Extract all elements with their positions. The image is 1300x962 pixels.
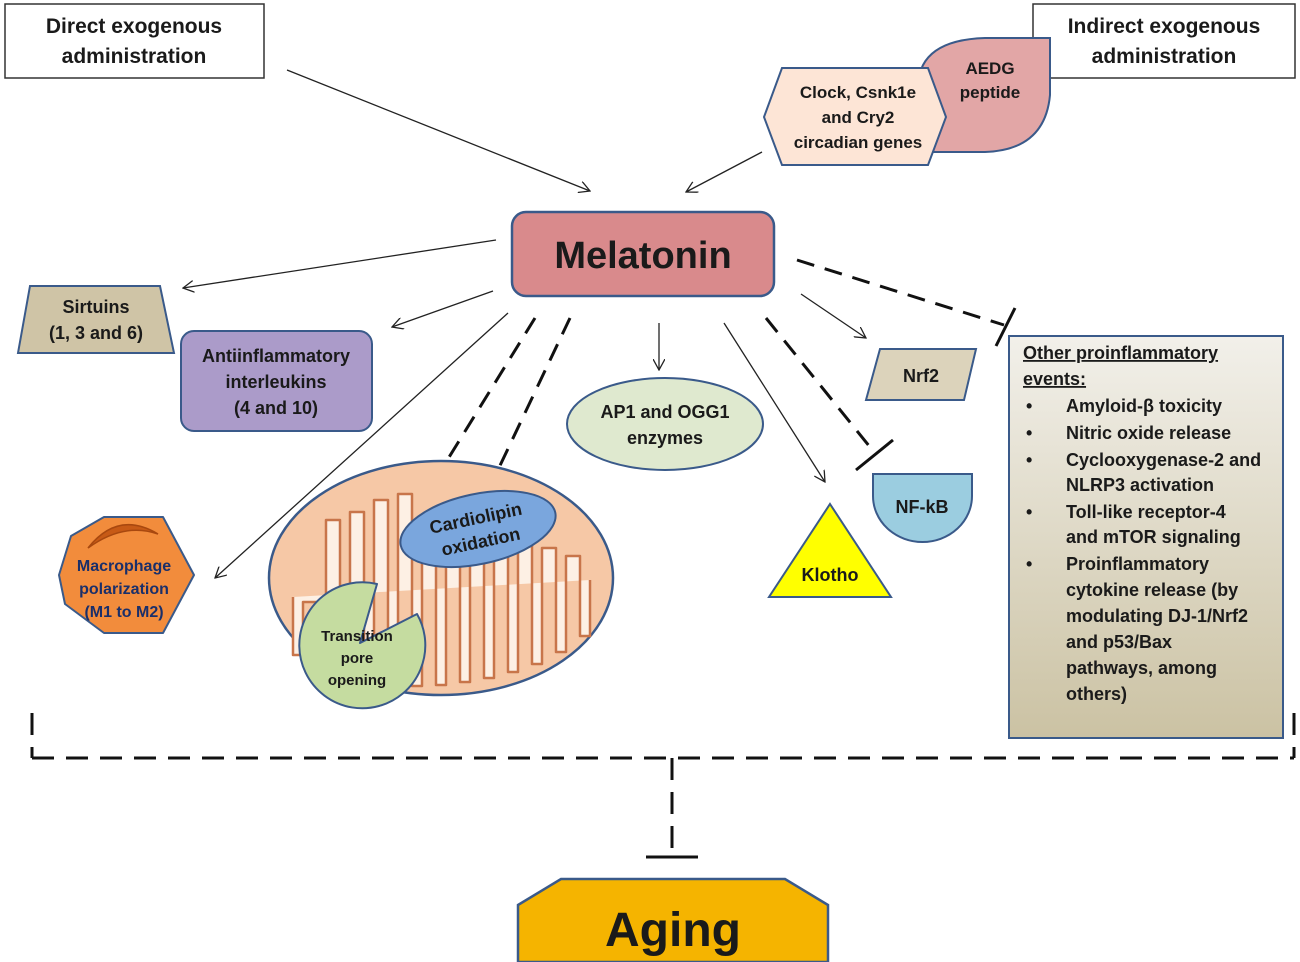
pore-line3: opening [328, 672, 386, 689]
klotho-node: Klotho [767, 502, 893, 598]
aggregate-bracket [30, 713, 1296, 856]
bullet-5: • [1026, 554, 1032, 574]
interleukins-line1: Antiinflammatory [202, 346, 350, 366]
sirtuins-node: Sirtuins (1, 3 and 6) [16, 285, 176, 354]
arrow-to-nrf2 [800, 293, 866, 338]
bullet-1: • [1026, 396, 1032, 416]
arrow-to-klotho [723, 322, 825, 482]
aedg-peptide-node: AEDG peptide [917, 37, 1051, 153]
arrow-genes-to-melatonin [686, 151, 763, 192]
proinflammatory-heading-line2: events: [1023, 369, 1086, 389]
bullet-3: • [1026, 450, 1032, 470]
macrophage-line1: Macrophage [77, 558, 171, 575]
melatonin-node: Melatonin [510, 210, 776, 298]
inhibit-bar-nfkb [855, 438, 894, 472]
event-amyloid: Amyloid-β toxicity [1066, 396, 1222, 416]
direct-administration-line1: Direct exogenous [46, 15, 222, 38]
aedg-line1: AEDG [965, 59, 1014, 78]
inhibit-line-nfkb [764, 317, 876, 453]
event-cytokine-line4: and p53/Bax [1066, 632, 1172, 652]
nfkb-label: NF-kB [896, 497, 949, 517]
inhibit-line-cardiolipin [494, 317, 572, 475]
event-cytokine-line5: pathways, among [1066, 658, 1217, 678]
transition-pore-node: Transition pore opening [298, 581, 427, 710]
genes-line3: circadian genes [794, 133, 923, 152]
nfkb-node: NF-kB [872, 473, 973, 543]
event-cytokine-line2: cytokine release (by [1066, 580, 1238, 600]
cardiolipin-node: Cardiolipin oxidation [399, 490, 557, 568]
event-cox2-line1: Cyclooxygenase-2 and [1066, 450, 1261, 470]
sirtuins-line1: Sirtuins [62, 297, 129, 317]
circadian-genes-node: Clock, Csnk1e and Cry2 circadian genes [762, 67, 948, 166]
event-tlr4-line2: and mTOR signaling [1066, 527, 1241, 547]
aging-label: Aging [605, 904, 741, 957]
aging-node: Aging [516, 877, 830, 962]
event-nitric-oxide: Nitric oxide release [1066, 423, 1231, 443]
direct-administration-box: Direct exogenous administration [4, 3, 265, 79]
interleukins-node: Antiinflammatory interleukins (4 and 10) [180, 330, 373, 432]
arrow-to-macrophage [215, 312, 509, 578]
arrow-to-interleukins [392, 290, 494, 327]
event-cytokine-line1: Proinflammatory [1066, 554, 1209, 574]
event-tlr4-line1: Toll-like receptor-4 [1066, 502, 1226, 522]
event-cytokine-line6: others) [1066, 684, 1127, 704]
pore-line2: pore [341, 650, 374, 667]
indirect-administration-line2: administration [1092, 45, 1237, 68]
macrophage-crescent-icon [87, 523, 159, 549]
interleukins-line2: interleukins [225, 372, 326, 392]
bullet-4: • [1026, 502, 1032, 522]
proinflammatory-heading-line1: Other proinflammatory [1023, 343, 1218, 363]
macrophage-line3: (M1 to M2) [84, 604, 163, 621]
inhibit-bar-proinflammatory [994, 307, 1017, 347]
ap1-line1: AP1 and OGG1 [600, 402, 729, 422]
arrow-direct-to-melatonin [286, 69, 590, 191]
indirect-administration-box: Indirect exogenous administration [1032, 3, 1296, 79]
melatonin-label: Melatonin [554, 235, 731, 277]
genes-line1: Clock, Csnk1e [800, 83, 916, 102]
nrf2-node: Nrf2 [864, 348, 978, 401]
inhibit-line-proinflammatory [796, 258, 1005, 327]
nrf2-label: Nrf2 [903, 366, 939, 386]
arrow-to-sirtuins [183, 239, 497, 288]
bullet-2: • [1026, 423, 1032, 443]
sirtuins-line2: (1, 3 and 6) [49, 323, 143, 343]
klotho-label: Klotho [802, 565, 859, 585]
macrophage-line2: polarization [79, 581, 169, 598]
macrophage-node: Macrophage polarization (M1 to M2) [58, 516, 195, 634]
ap1-line2: enzymes [627, 428, 703, 448]
interleukins-line3: (4 and 10) [234, 398, 318, 418]
aedg-line2: peptide [960, 83, 1020, 102]
indirect-administration-line1: Indirect exogenous [1068, 15, 1261, 38]
event-cox2-line2: NLRP3 activation [1066, 475, 1214, 495]
pore-line1: Transition [321, 628, 393, 645]
ap1-ogg1-node: AP1 and OGG1 enzymes [566, 377, 764, 471]
direct-administration-line2: administration [62, 45, 207, 68]
proinflammatory-events-box: Other proinflammatory events: • Amyloid-… [1008, 335, 1284, 739]
genes-line2: and Cry2 [822, 108, 895, 127]
event-cytokine-line3: modulating DJ-1/Nrf2 [1066, 606, 1248, 626]
